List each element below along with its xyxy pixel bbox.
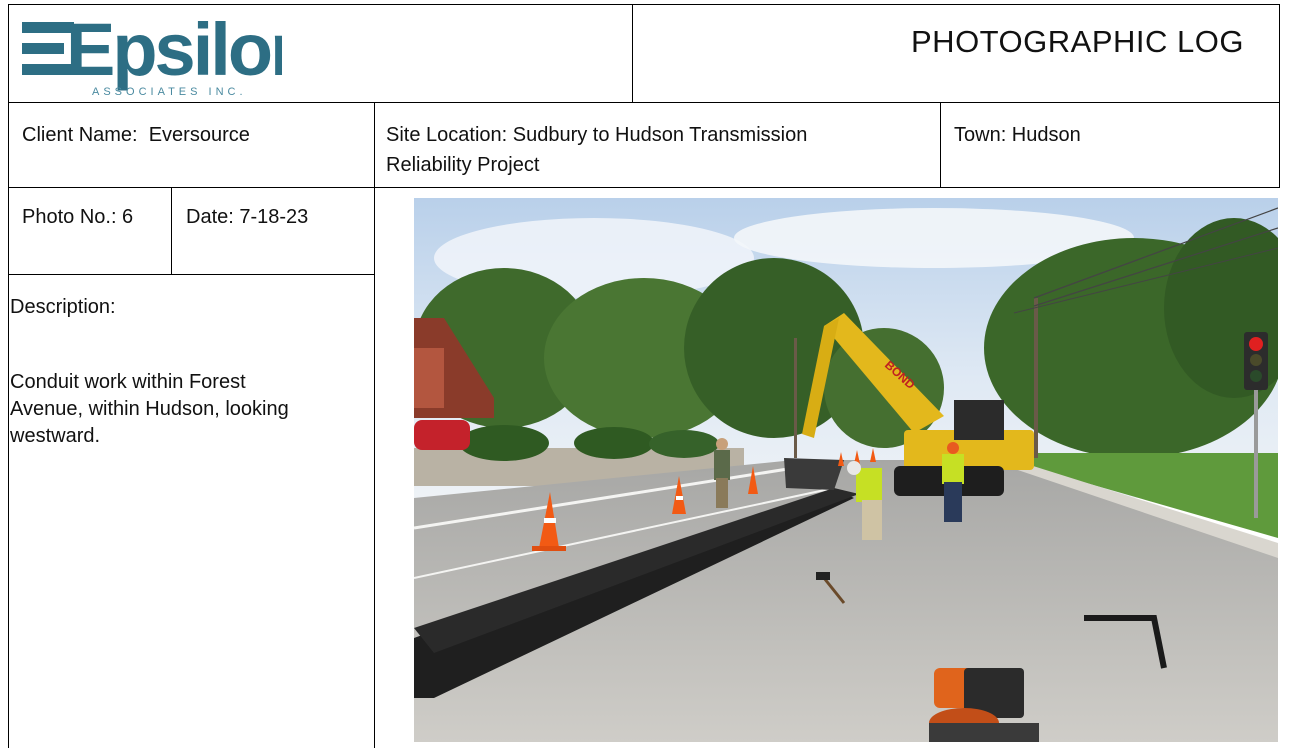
- description-label: Description:: [10, 296, 116, 318]
- logo-wordmark: Epsilon: [66, 12, 282, 91]
- info-col-divider-1: [374, 102, 375, 748]
- description-line-2: Avenue, within Hudson, looking: [10, 398, 289, 420]
- info-divider: [8, 187, 1280, 188]
- workers: [714, 438, 964, 540]
- border-top: [8, 4, 1280, 5]
- photo-number: Photo No.: 6: [22, 206, 134, 228]
- plate-compactor: [929, 615, 1167, 742]
- header-divider: [8, 102, 1280, 103]
- photo-meta-divider: [8, 274, 374, 275]
- description-line-1: Conduit work within Forest: [10, 371, 246, 393]
- meta-col-divider: [171, 187, 172, 275]
- header-col-divider: [632, 4, 633, 103]
- description-line-3: westward.: [10, 425, 101, 447]
- site-photo: BOND: [414, 198, 1278, 742]
- page-title: PHOTOGRAPHIC LOG: [911, 24, 1244, 59]
- construction-scene-image: BOND: [414, 198, 1278, 742]
- town: Town: Hudson: [954, 124, 1081, 146]
- epsilon-logo: Epsilon ASSOCIATES INC.: [22, 8, 315, 100]
- logo-tagline: ASSOCIATES INC.: [92, 86, 247, 98]
- site-location-line-1: Site Location: Sudbury to Hudson Transmi…: [386, 124, 808, 146]
- border-left: [8, 4, 9, 748]
- border-right: [1279, 4, 1280, 188]
- photo-log-page: Epsilon ASSOCIATES INC. PHOTOGRAPHIC LOG…: [8, 4, 1280, 748]
- site-location-line-2: Reliability Project: [386, 154, 540, 176]
- info-col-divider-2: [940, 102, 941, 188]
- photo-date: Date: 7-18-23: [186, 206, 309, 228]
- epsilon-logo-mark: Epsilon ASSOCIATES INC.: [22, 8, 315, 98]
- client-name: Client Name: Eversource: [22, 124, 250, 146]
